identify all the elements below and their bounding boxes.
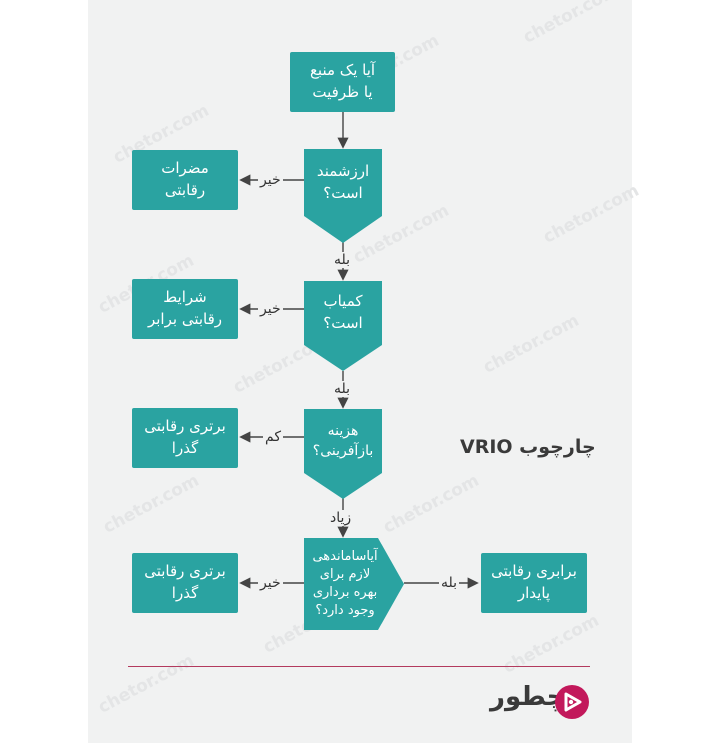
outcome-temporary-advantage: برتری رقابتی گذرا <box>132 408 238 468</box>
decision-shape <box>304 409 382 499</box>
decision-rare-text: کمیاب است؟ <box>323 292 363 332</box>
outcome-sustained-advantage: برابری رقابتی پایدار <box>481 553 587 613</box>
decision-valuable-text: ارزشمند است؟ <box>316 162 370 202</box>
outcome-temporary-advantage-2: برتری رقابتی گذرا <box>132 553 238 613</box>
decision-shape <box>304 149 382 243</box>
decision-organization: آیاساماندهی لازم برای بهره برداری وجود د… <box>304 538 404 630</box>
question-resource: آیا یک منبع یا ظرفیت <box>290 52 395 112</box>
edge-label-yes: بله <box>439 575 460 591</box>
decision-shape <box>304 281 382 371</box>
diagram-title: چارچوب VRIO <box>460 436 596 458</box>
decision-cost-text: هزینه بازآفرینی؟ <box>312 422 374 459</box>
outcome-competitive-disadvantage: مضرات رقابتی <box>132 150 238 210</box>
footer-divider <box>128 666 590 667</box>
decision-valuable: ارزشمند است؟ <box>304 149 382 243</box>
outcome-competitive-parity: شرایط رقابتی برابر <box>132 279 238 339</box>
edge-label-no: خیر <box>258 172 283 188</box>
decision-rare: کمیاب است؟ <box>304 281 382 371</box>
edge-label-low: کم <box>263 429 283 445</box>
edge-label-no: خیر <box>258 575 283 591</box>
brand-logo-icon <box>555 685 589 719</box>
decision-shape <box>304 538 404 630</box>
edge-label-yes: بله <box>332 252 353 268</box>
edge-label-high: زیاد <box>328 510 354 526</box>
edge-label-no: خیر <box>258 301 283 317</box>
brand-name: چطور <box>490 682 566 712</box>
decision-cost: هزینه بازآفرینی؟ <box>304 409 382 499</box>
decision-organization-text: آیاساماندهی لازم برای بهره برداری وجود د… <box>312 548 378 619</box>
edge-label-yes: بله <box>332 381 353 397</box>
